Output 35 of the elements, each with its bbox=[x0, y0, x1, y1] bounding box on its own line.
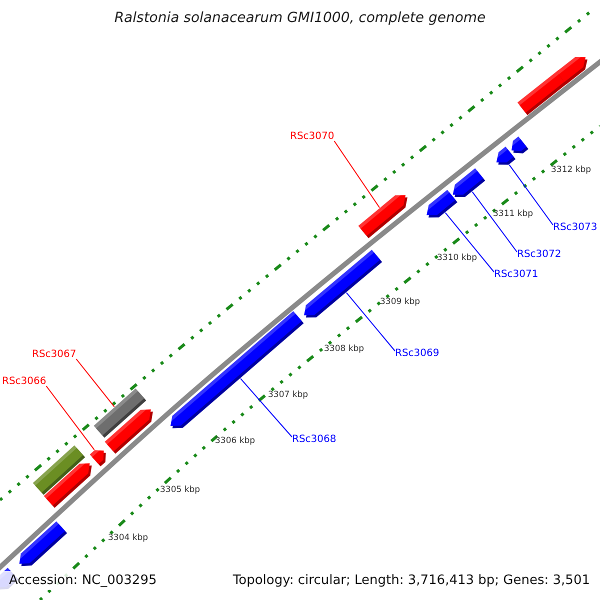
title: Ralstonia solanacearum GMI1000, complete genome bbox=[113, 11, 487, 25]
gene-label: RSc3071 bbox=[494, 270, 538, 280]
leader-line bbox=[334, 140, 380, 208]
gene-feature bbox=[90, 448, 106, 466]
gene-feature bbox=[510, 136, 528, 154]
tick-label: 3306 kbp bbox=[215, 437, 256, 446]
gene-label: RSc3067 bbox=[32, 350, 76, 360]
tick-label: 3307 kbp bbox=[268, 391, 308, 400]
gene-feature bbox=[450, 168, 486, 198]
tick-label: 3304 kbp bbox=[108, 534, 148, 542]
leader-line bbox=[76, 358, 115, 408]
gene-feature bbox=[494, 146, 516, 165]
gene-feature bbox=[104, 407, 153, 454]
gene-label: RSc3069 bbox=[395, 349, 440, 359]
gene-label: RSc3070 bbox=[290, 132, 334, 142]
tick-label: 3311 kbp bbox=[493, 210, 534, 218]
gene-label: RSc3073 bbox=[553, 223, 598, 233]
gene-feature bbox=[358, 192, 408, 238]
leader-line bbox=[508, 164, 554, 226]
tick-label: 3312 kbp bbox=[551, 166, 592, 174]
leader-line bbox=[346, 292, 396, 352]
tick-label: 3308 kbp bbox=[324, 345, 364, 354]
gene-label: RSc3072 bbox=[517, 250, 562, 260]
leader-line bbox=[240, 378, 292, 438]
gene-feature bbox=[44, 461, 92, 508]
gene-label: RSc3066 bbox=[2, 377, 46, 387]
gene-feature bbox=[556, 54, 588, 84]
gene-feature bbox=[17, 521, 68, 566]
genome-summary: Topology: circular; Length: 3,716,413 bp; Genes: 3,501 bbox=[232, 574, 590, 587]
leader-line bbox=[46, 386, 95, 450]
gene-feature bbox=[302, 250, 382, 318]
tick-label: 3305 kbp bbox=[160, 486, 200, 494]
gene-feature bbox=[424, 190, 458, 218]
tick-label: 3310 kbp bbox=[437, 254, 478, 262]
gene-label: RSc3068 bbox=[292, 435, 336, 445]
